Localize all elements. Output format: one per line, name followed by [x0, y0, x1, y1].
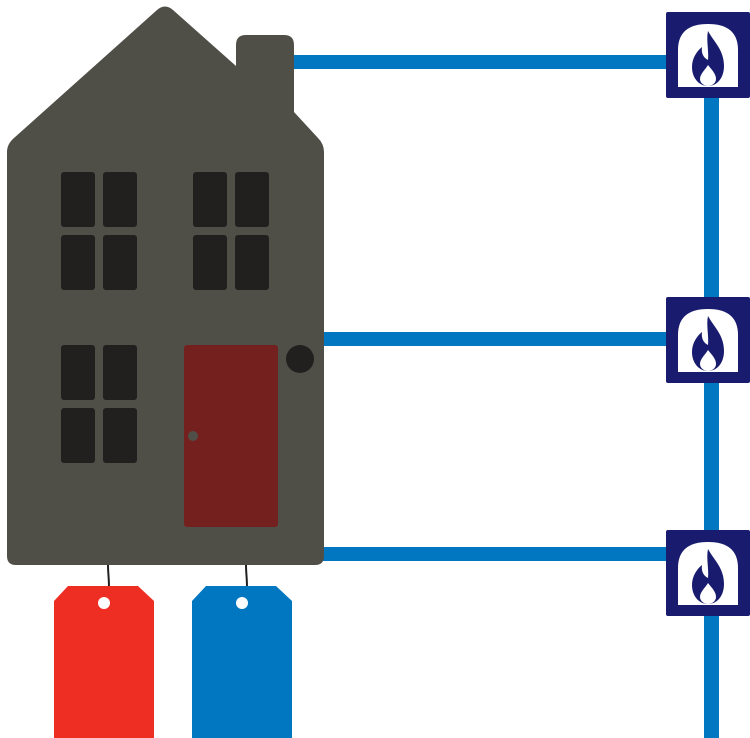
window-lower-left — [61, 345, 137, 463]
house — [7, 6, 324, 565]
gas-badge-bottom — [666, 530, 750, 616]
gas-badge-middle — [666, 297, 750, 383]
middle-branch-pipe — [318, 332, 710, 346]
window-upper-right — [193, 172, 269, 290]
gas-pipes — [290, 55, 719, 738]
tag-body — [192, 586, 292, 738]
tag-hole — [98, 597, 110, 609]
vertical-main-pipe — [704, 60, 719, 738]
top-branch-pipe — [290, 55, 710, 69]
front-door — [184, 345, 278, 527]
window-upper-left — [61, 172, 137, 290]
gas-meter-dot — [286, 345, 314, 373]
flame-icon — [692, 316, 724, 371]
tag-red — [54, 564, 154, 738]
bottom-branch-pipe — [318, 547, 710, 561]
tag-body — [54, 586, 154, 738]
flame-icon — [692, 31, 724, 86]
tag-hole — [236, 597, 248, 609]
gas-badge-top — [666, 12, 750, 98]
door-knob — [188, 431, 198, 441]
tag-blue — [192, 564, 292, 738]
flame-icon — [692, 549, 724, 604]
